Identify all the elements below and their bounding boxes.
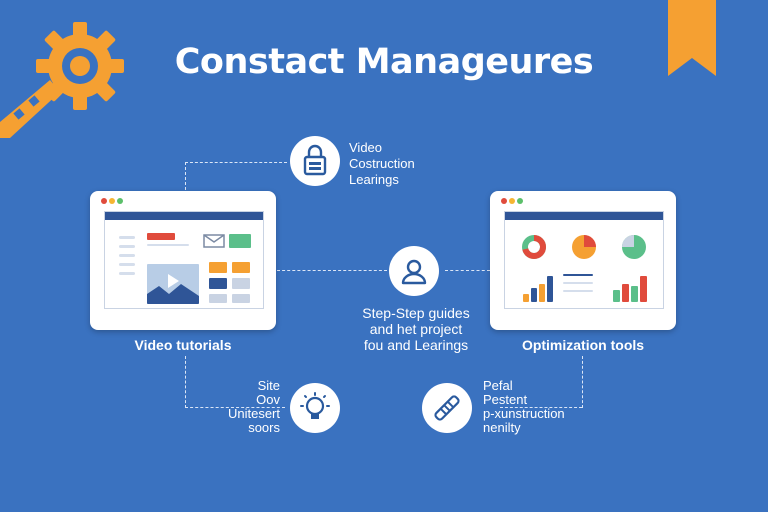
bottom-left-node-line-1: Site [257, 378, 280, 393]
video-thumbnail[interactable] [147, 264, 199, 304]
pie-chart-orange [572, 235, 596, 259]
optimization-tools-panel [490, 191, 676, 330]
bottom-right-node-line-4: nenilty [483, 420, 521, 435]
center-node-icon-circle [389, 246, 439, 296]
mail-icon [203, 234, 225, 248]
bottom-right-node-label: Pefal Pestent p-xunstruction nenilty [483, 379, 565, 435]
bottom-right-node-line-2: Pestent [483, 392, 528, 407]
optimization-tools-window [504, 211, 664, 309]
tools-icon [434, 395, 460, 421]
bottom-left-node-label: Site Oov Unitesert soors [200, 379, 280, 435]
connector-bottom-right-horizontal [500, 407, 582, 408]
connector-middle-right [445, 270, 490, 271]
connector-top-vertical [185, 162, 186, 190]
lock-document-icon [303, 144, 327, 176]
connector-bottom-right-vertical [582, 356, 583, 408]
bottom-left-node-line-2: Oov [256, 392, 280, 407]
connector-bottom-left-vertical [185, 356, 186, 408]
video-tutorials-window [104, 211, 264, 309]
bottom-left-node-line-4: soors [248, 420, 280, 435]
lightbulb-icon [300, 392, 330, 419]
top-node-label: Video Costruction Learings [349, 140, 415, 188]
video-tutorials-caption: Video tutorials [134, 337, 232, 353]
center-node-line-2: and het project [369, 321, 463, 337]
bottom-right-node-line-3: p-xunstruction [483, 406, 565, 421]
center-node-line-1: Step-Step guides [362, 305, 470, 321]
top-node-icon-circle [290, 136, 340, 186]
pie-chart-green [622, 235, 646, 259]
bar-chart-mini-2 [613, 272, 647, 302]
video-tutorials-panel [90, 191, 276, 330]
bottom-right-node-icon-circle [422, 383, 472, 433]
connector-middle-left [277, 270, 387, 271]
bottom-right-node-line-1: Pefal [483, 378, 513, 393]
connector-top-horizontal [185, 162, 287, 163]
user-icon [401, 259, 427, 285]
gear-icon [0, 22, 124, 138]
connector-bottom-left-horizontal [185, 407, 285, 408]
optimization-tools-caption: Optimization tools [521, 337, 645, 353]
top-node-line-1: Video [349, 140, 383, 155]
page-title: Constact Manageures [174, 42, 594, 82]
center-node-label: Step-Step guides and het project fou and… [336, 305, 496, 353]
bookmark-icon [668, 0, 716, 76]
bar-chart-mini [523, 272, 553, 302]
top-node-line-3: Learings [349, 172, 399, 187]
center-node-line-3: fou and Learings [363, 337, 469, 353]
donut-chart-red [522, 235, 546, 259]
bottom-left-node-icon-circle [290, 383, 340, 433]
bottom-left-node-line-3: Unitesert [227, 406, 280, 421]
top-node-line-2: Costruction [349, 156, 415, 171]
